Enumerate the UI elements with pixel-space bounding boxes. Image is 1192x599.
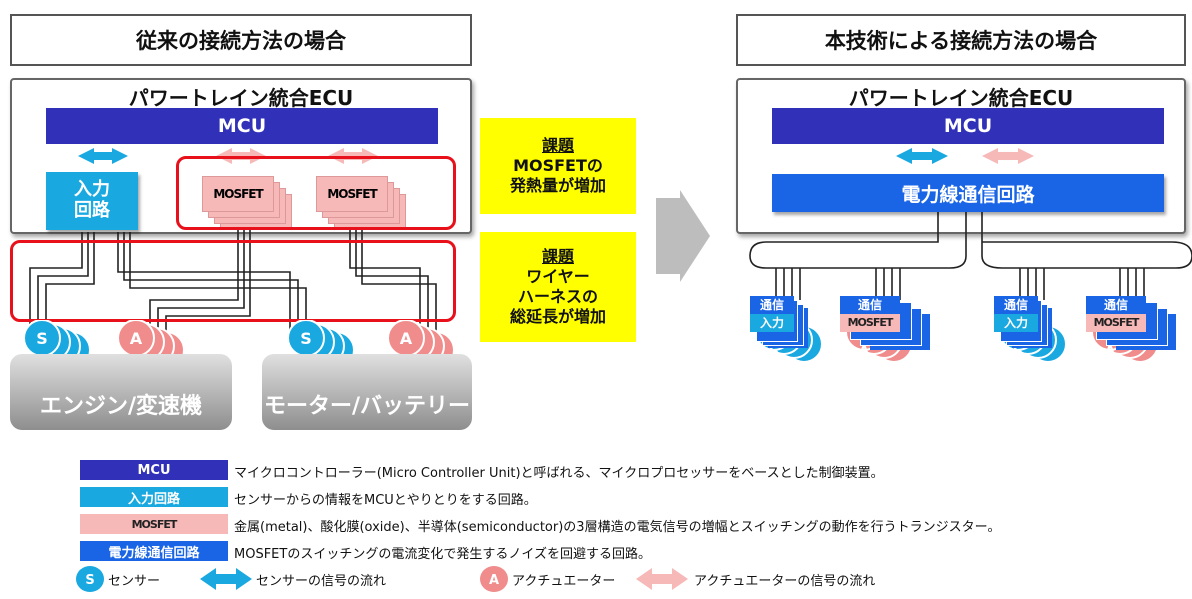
right-mcu: MCU (772, 108, 1164, 144)
legend-swatch-input: 入力回路 (80, 487, 228, 507)
actuator-letter: A (400, 329, 413, 348)
right-plc-circuit: 電力線通信回路 (772, 174, 1164, 212)
mosfet-label: MOSFET (316, 176, 388, 212)
sensor-legend-icon (76, 566, 104, 592)
svg-text:S: S (1013, 344, 1023, 360)
comm-label: 通信 (994, 296, 1038, 314)
legend-sensor-label: センサー (108, 574, 161, 589)
transition-arrow (656, 190, 710, 282)
right-diagram-graphics (749, 148, 1192, 300)
sensor-group-1: S (23, 320, 91, 369)
issue-note-heat: 課題 MOSFETの 発熱量が増加 (480, 118, 636, 214)
svg-text:A: A (1105, 344, 1116, 360)
actuator-flow-legend-icon (636, 568, 688, 590)
left-ecu-title: パワートレイン統合ECU (128, 86, 354, 110)
sensor-flow-legend-icon (200, 568, 252, 590)
wire-harness (29, 220, 437, 345)
input-label: 入力 (750, 314, 794, 332)
actuator-legend-icon (480, 566, 508, 592)
legend-text-mosfet: 金属(metal)、酸化膜(oxide)、半導体(semiconductor)の… (234, 520, 1001, 535)
legend-text-input: センサーからの情報をMCUとやりとりをする回路。 (234, 493, 537, 508)
legend-text-plc: MOSFETのスイッチングの電流変化で発生するノイズを回避する回路。 (234, 547, 651, 562)
legend-actuator-flow-label: アクチュエーターの信号の流れ (694, 574, 876, 589)
comm-label: 通信 (750, 296, 794, 314)
mosfet-label: MOSFET (1086, 314, 1146, 332)
actuator-signal-arrow (982, 148, 1034, 164)
actuator-letter: A (130, 329, 143, 348)
sensor-letter: S (300, 329, 312, 348)
svg-text:A: A (859, 344, 870, 360)
svg-text:A: A (489, 573, 499, 588)
svg-text:S: S (85, 573, 94, 588)
mosfet-label: MOSFET (840, 314, 900, 332)
legend-swatch-mosfet: MOSFET (80, 514, 228, 534)
sensor-signal-arrow (896, 148, 948, 164)
input-label: 入力 (994, 314, 1038, 332)
svg-text:S: S (769, 344, 779, 360)
comm-label: 通信 (840, 296, 900, 314)
legend-actuator-label: アクチュエーター (512, 574, 616, 589)
legend-text-mcu: マイクロコントローラー(Micro Controller Unit)と呼ばれる、… (234, 466, 884, 481)
legend-sensor-flow-label: センサーの信号の流れ (256, 574, 387, 589)
left-input-circuit: 入力 回路 (46, 172, 138, 230)
sensor-signal-arrow (78, 148, 128, 164)
left-machine-motor: モーター/バッテリー (262, 354, 472, 430)
harness-highlight (10, 240, 456, 322)
power-line-bus (749, 210, 1192, 300)
issue-note-harness: 課題 ワイヤー ハーネスの 総延長が増加 (480, 232, 636, 342)
left-mcu: MCU (46, 108, 438, 144)
mosfet-highlight (176, 156, 456, 230)
right-title: 本技術による接続方法の場合 (736, 14, 1186, 66)
right-ecu-title: パワートレイン統合ECU (848, 86, 1074, 110)
mosfet-label: MOSFET (202, 176, 274, 212)
comm-label: 通信 (1086, 296, 1146, 314)
left-title: 従来の接続方法の場合 (10, 14, 472, 66)
legend-swatch-plc: 電力線通信回路 (80, 541, 228, 561)
legend-swatch-mcu: MCU (80, 460, 228, 480)
sensor-letter: S (36, 329, 48, 348)
left-machine-engine: エンジン/変速機 (10, 354, 232, 430)
legend-icons: S A (76, 566, 688, 592)
